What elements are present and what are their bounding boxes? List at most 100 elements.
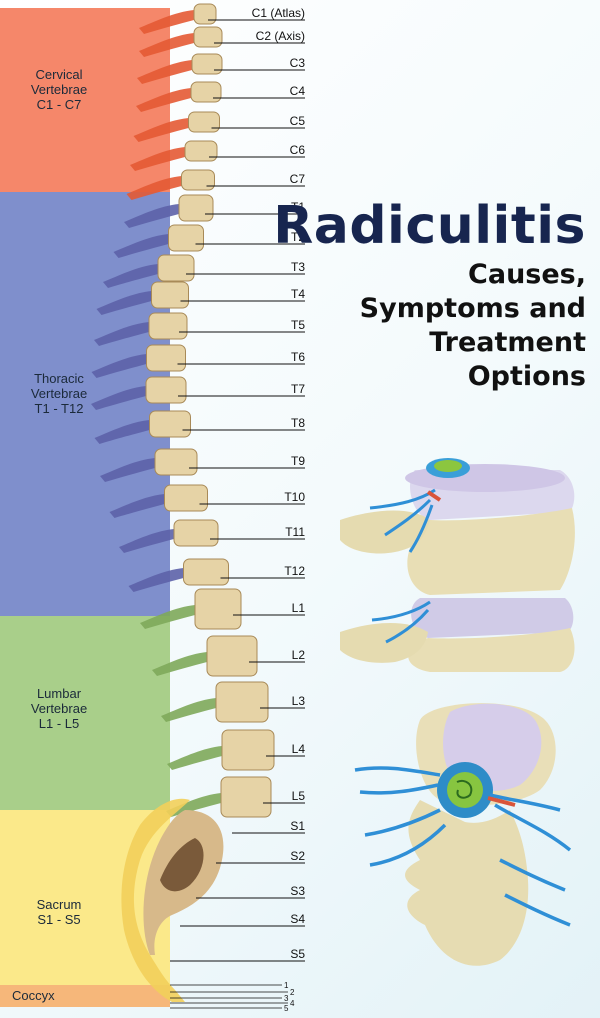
spinous-process (139, 10, 194, 34)
spinous-process (137, 60, 192, 84)
page-title: Radiculitis (273, 196, 586, 256)
vertebra-label: S3 (290, 884, 305, 898)
spinous-process (103, 264, 158, 288)
vertebra-label: C7 (290, 172, 306, 186)
spinous-process (130, 147, 185, 171)
vertebral-body-c4 (190, 81, 222, 103)
thoracic-label-line3: T1 - T12 (34, 401, 84, 416)
thoracic-label-line1: Thoracic (34, 371, 84, 386)
vertebra-label: C3 (290, 56, 306, 70)
vertebral-body-t7 (145, 376, 187, 404)
vertebra-label: T3 (291, 260, 305, 274)
spinous-process (133, 118, 189, 142)
vertebral-body-c3 (191, 53, 223, 75)
vertebra-label: T2 (291, 230, 305, 244)
cervical-label-line3: C1 - C7 (36, 97, 82, 112)
subtitle-line: Causes, (468, 259, 586, 290)
vertebra-label: C5 (290, 114, 306, 128)
label-leader-lines (170, 19, 305, 962)
spinous-process (126, 176, 182, 200)
spinous-process (128, 568, 184, 592)
vertebra-label: L3 (292, 694, 306, 708)
vertebra-labels: C1 (Atlas) C2 (Axis) C3C4C5C6C7T1T2T3T4T5T… (252, 6, 306, 961)
spinous-process (166, 793, 221, 817)
spinous-process (96, 291, 152, 315)
vertebra-label: T4 (291, 287, 305, 301)
vertebra-label: T6 (291, 350, 305, 364)
coccyx-segment-label: 2 (290, 988, 295, 997)
vertebra-label: T10 (284, 490, 305, 504)
spinous-process (139, 33, 194, 57)
vertebral-body-t5 (148, 312, 188, 340)
cervical-label: Cervical Vertebrae C1 - C7 (0, 67, 118, 112)
vertebral-body-t3 (157, 254, 195, 282)
vertebra-label: S5 (290, 947, 305, 961)
spinous-process (167, 746, 222, 770)
vertebral-body-l5 (220, 776, 272, 818)
vertebra-label: T5 (291, 318, 305, 332)
vertebral-body-c5 (188, 111, 220, 133)
vertebral-body-c7 (181, 169, 215, 191)
coccyx-segment-label: 1 (284, 981, 289, 990)
coccyx-segment-label: 5 (284, 1004, 289, 1013)
vertebral-body-t9 (154, 448, 198, 476)
spinous-process (124, 204, 179, 228)
coccyx-region (0, 985, 170, 1007)
vertebra-label: L5 (292, 789, 306, 803)
coccyx-segment-label: 3 (284, 994, 289, 1003)
spinous-process (91, 386, 146, 410)
spinous-process (94, 420, 150, 444)
vertebral-body-l1 (194, 588, 242, 630)
spinous-process (136, 88, 191, 112)
lumbar-label-line3: L1 - L5 (38, 716, 80, 731)
vertebra-label: T9 (291, 454, 305, 468)
spinous-process (109, 494, 165, 518)
spinous-process (152, 652, 207, 676)
vertebra-label: L2 (292, 648, 306, 662)
vertebral-body-t8 (149, 410, 191, 438)
vertebra-label: C4 (290, 84, 306, 98)
lumbar-label-line1: Lumbar (36, 686, 82, 701)
sacrum-illustration (121, 798, 224, 1002)
vertebra-label: T12 (284, 564, 305, 578)
vertebral-body-c6 (184, 140, 218, 162)
vertebral-body-t12 (183, 558, 229, 586)
cervical-label-line2: Vertebrae (30, 82, 88, 97)
vertebra-label: S2 (290, 849, 305, 863)
coccyx-label-line1: Coccyx (12, 988, 55, 1003)
vertebral-body-t10 (164, 484, 208, 512)
vertebral-body-c1 (193, 3, 217, 25)
vertebra-label: L4 (292, 742, 306, 756)
vertebral-body-t6 (146, 344, 186, 372)
disc-illustration-top (354, 703, 572, 966)
vertebral-body-l3 (215, 681, 269, 723)
lumbar-label: Lumbar Vertebrae L1 - L5 (0, 686, 118, 731)
vertebra-label: C2 (Axis) (256, 29, 305, 43)
vertebra-label: T1 (291, 200, 305, 214)
lumbar-label-line2: Vertebrae (30, 701, 88, 716)
spinous-process (100, 458, 155, 482)
spinous-process (113, 234, 169, 258)
coccyx-segment-label: 4 (290, 999, 295, 1008)
vertebra-label: S4 (290, 912, 305, 926)
vertebra-label: T11 (285, 525, 305, 539)
vertebral-body-l2 (206, 635, 258, 677)
vertebra-label: C1 (Atlas) (252, 6, 305, 20)
thoracic-label: Thoracic Vertebrae T1 - T12 (0, 371, 118, 416)
vertebral-body-l4 (221, 729, 275, 771)
cervical-label-line1: Cervical (35, 67, 83, 82)
vertebra-label: C6 (290, 143, 306, 157)
vertebral-body-t11 (173, 519, 219, 547)
coccyx-label: Coccyx (12, 988, 130, 1003)
vertebra-label: T7 (291, 382, 305, 396)
spinous-process (91, 354, 147, 378)
sacrum-label: Sacrum S1 - S5 (0, 897, 118, 927)
subtitle-line: Treatment (429, 327, 586, 358)
vertebral-body-t2 (168, 224, 204, 252)
spinous-process (94, 322, 149, 346)
subtitle-line: Options (467, 361, 586, 392)
subtitle-line: Symptoms and (359, 293, 586, 324)
